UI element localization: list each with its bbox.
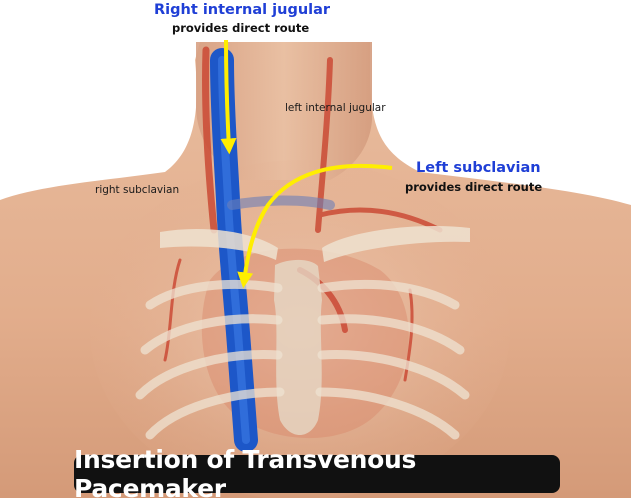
jugular-route-arrow-icon	[220, 39, 237, 155]
caption-banner: Insertion of Transvenous Pacemaker	[74, 445, 560, 503]
venous-route	[210, 48, 335, 452]
right-subclavian-label: right subclavian	[95, 184, 180, 196]
right-internal-jugular-subtitle: provides direct route	[172, 21, 310, 35]
caption-text: Insertion of Transvenous Pacemaker	[74, 445, 417, 503]
clavicles	[160, 226, 470, 262]
ribs	[135, 279, 470, 440]
left-subclavian-title: Left subclavian	[416, 160, 541, 176]
sternum	[274, 259, 322, 435]
left-subclavian-subtitle: provides direct route	[405, 180, 543, 194]
left-internal-jugular-label: left internal jugular	[285, 102, 386, 114]
right-internal-jugular-title: Right internal jugular	[154, 2, 331, 18]
subclavian-route-arrow-icon	[237, 163, 393, 289]
